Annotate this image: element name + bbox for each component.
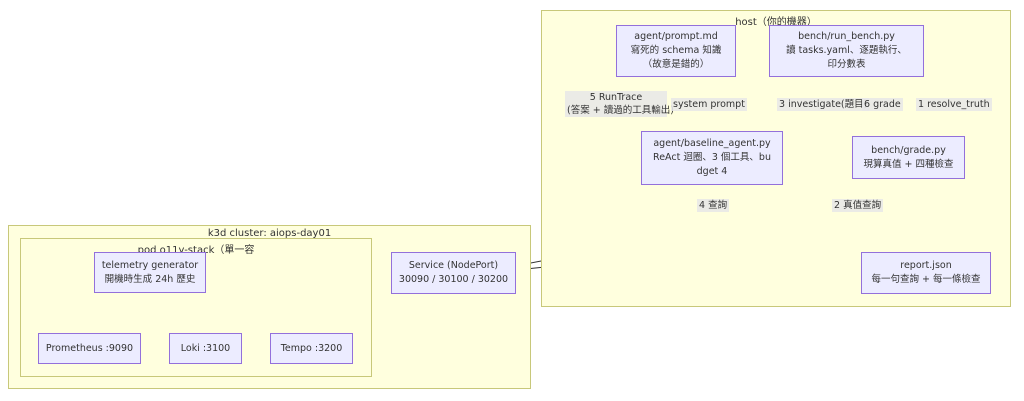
edge-label-grade: 6 grade (862, 98, 903, 111)
edge-label-system-prompt: system prompt (671, 98, 747, 111)
service-node-line: Service (NodePort) (408, 260, 499, 271)
baseline-agent-node[interactable]: agent/baseline_agent.py ReAct 迴圈、3 個工具、b… (641, 131, 783, 185)
tempo-node-label: Tempo :3200 (280, 342, 343, 354)
edge-label-line: 5 RunTrace (589, 92, 643, 103)
run-bench-node-line: 讀 tasks.yaml、逐題執行、 (786, 45, 907, 56)
telemetry-generator-node-line: 開機時生成 24h 歷史 (104, 273, 196, 285)
prometheus-node[interactable]: Prometheus :9090 (38, 333, 141, 364)
edge-label-line: 3 investigate(題目) (779, 99, 868, 110)
prompt-node-line: agent/prompt.md (634, 31, 718, 42)
run-bench-node-line: 印分數表 (827, 59, 866, 70)
edge-label-line: 1 resolve_truth (918, 99, 990, 110)
baseline-agent-node-line: dget 4 (696, 166, 728, 177)
run-bench-node-line: bench/run_bench.py (798, 31, 895, 42)
host-cluster-title: host（你的機器） (735, 17, 817, 28)
edge-label-truth-query: 2 真值查詢 (832, 199, 884, 212)
k3d-cluster-title: k3d cluster: aiops-day01 (207, 228, 332, 239)
pod-cluster-title: pod o11y-stack（單一容 (137, 245, 255, 256)
service-node-line: 30090 / 30100 / 30200 (398, 274, 509, 285)
report-node-line: report.json (900, 260, 952, 271)
loki-node[interactable]: Loki :3100 (169, 333, 242, 364)
edge-label-resolve-truth: 1 resolve_truth (916, 98, 992, 111)
prompt-node-line: （故意是錯的） (642, 59, 710, 70)
edge-label-line: 6 grade (864, 99, 901, 110)
grade-node-line: bench/grade.py (871, 144, 946, 156)
grade-node[interactable]: bench/grade.py 現算真值 + 四種檢查 (852, 136, 965, 179)
baseline-agent-node-line: agent/baseline_agent.py (653, 138, 771, 149)
run-bench-node[interactable]: bench/run_bench.py 讀 tasks.yaml、逐題執行、 印分… (769, 25, 924, 77)
edge-label-runtrace: 5 RunTrace (答案 + 讀過的工具輸出) (565, 91, 674, 117)
report-node-line: 每一句查詢 + 每一條檢查 (871, 274, 981, 285)
prompt-node-line: 寫死的 schema 知識 (630, 45, 722, 56)
edge-label-line: 2 真值查詢 (834, 200, 882, 211)
report-node[interactable]: report.json 每一句查詢 + 每一條檢查 (861, 252, 991, 294)
edge-label-line: (答案 + 讀過的工具輸出) (567, 105, 674, 116)
edge-label-investigate: 3 investigate(題目) (777, 98, 870, 111)
prometheus-node-label: Prometheus :9090 (45, 342, 134, 354)
edge-label-line: system prompt (673, 99, 745, 110)
baseline-agent-node-line: ReAct 迴圈、3 個工具、bu (653, 152, 771, 163)
loki-node-label: Loki :3100 (180, 342, 231, 354)
telemetry-generator-node-line: telemetry generator (101, 259, 199, 271)
service-node[interactable]: Service (NodePort) 30090 / 30100 / 30200 (391, 252, 516, 294)
telemetry-generator-node[interactable]: telemetry generator 開機時生成 24h 歷史 (94, 252, 206, 293)
tempo-node[interactable]: Tempo :3200 (270, 333, 353, 364)
edge-label-query: 4 查詢 (697, 199, 730, 212)
prompt-node[interactable]: agent/prompt.md 寫死的 schema 知識 （故意是錯的） (616, 25, 736, 77)
edge-label-line: 4 查詢 (699, 200, 728, 211)
grade-node-line: 現算真值 + 四種檢查 (863, 158, 954, 170)
